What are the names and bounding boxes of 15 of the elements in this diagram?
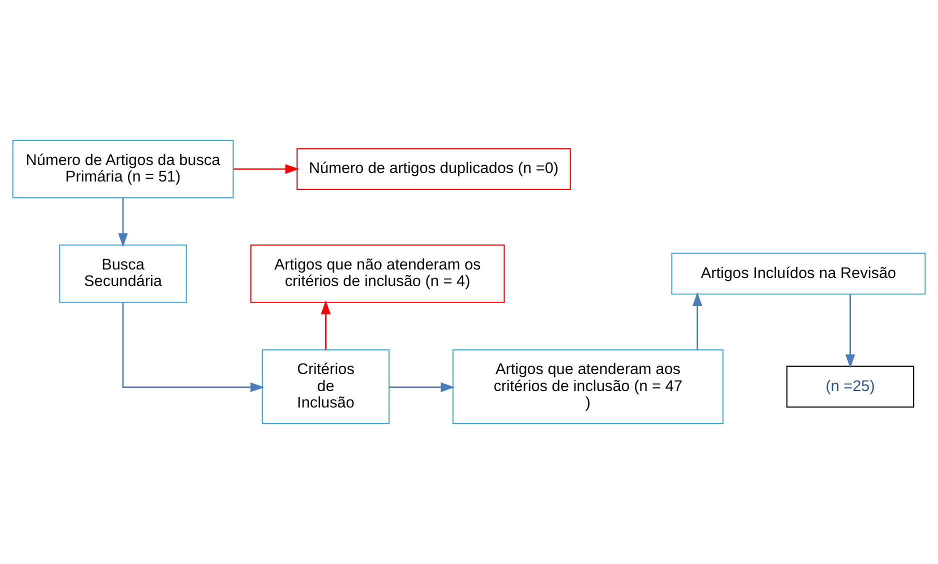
arrow [233, 164, 300, 174]
node-box: (n =25) [786, 366, 914, 408]
arrow [118, 198, 128, 248]
node-box: Artigos Incluídos na Revisão [671, 252, 926, 295]
node-box: Número de artigos duplicados (n =0) [296, 148, 571, 190]
arrow [389, 382, 455, 392]
node-box: Artigos que não atenderam os critérios de inclusão (n = 4) [250, 244, 505, 303]
arrow [320, 300, 331, 350]
arrow [122, 302, 264, 392]
arrow [845, 294, 856, 368]
node-box: Busca Secundária [59, 244, 187, 303]
node-box: Artigos que atenderam aos critérios de inclusão (n = 47 ) [452, 349, 724, 424]
arrow [692, 292, 702, 350]
node-box: Critérios de Inclusão [262, 349, 390, 424]
node-box: Número de Artigos da busca Primária (n = 51) [12, 140, 234, 198]
